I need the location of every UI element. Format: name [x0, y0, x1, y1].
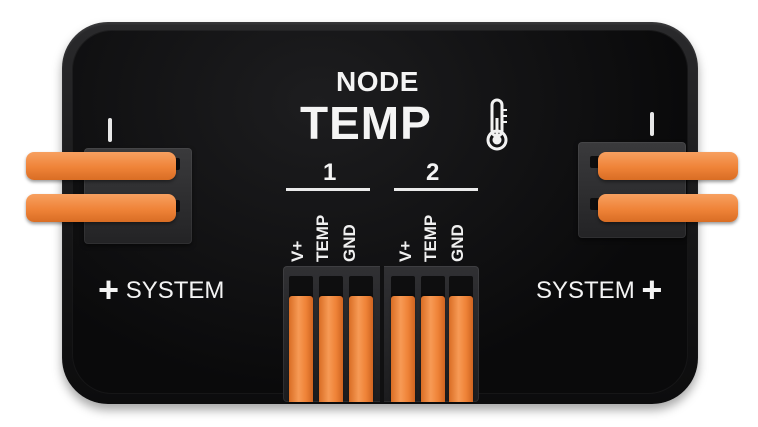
- ch2-gnd-lever[interactable]: [449, 296, 473, 402]
- ch2-pin-temp: TEMP: [421, 214, 440, 262]
- temp-label: TEMP: [300, 97, 432, 149]
- plus-icon: +: [641, 269, 663, 310]
- right-lever-bottom[interactable]: [598, 194, 738, 222]
- ch1-pin-temp: TEMP: [313, 214, 332, 262]
- node-label: NODE: [336, 66, 419, 97]
- thermometer-icon: [486, 98, 508, 151]
- terminal-divider: [380, 266, 384, 402]
- ch1-pin-gnd: GND: [340, 224, 359, 262]
- channel-2-underline: [394, 188, 478, 191]
- ch2-pin-vplus: V+: [396, 240, 415, 262]
- left-system-label: + SYSTEM: [98, 265, 225, 310]
- ch1-vplus-lever[interactable]: [289, 296, 313, 402]
- ch1-temp-lever[interactable]: [319, 296, 343, 402]
- channel-1-underline: [286, 188, 370, 191]
- ch2-pin-gnd: GND: [448, 224, 467, 262]
- channel-1-label: 1: [323, 159, 337, 186]
- channel-2-label: 2: [426, 159, 440, 186]
- left-system-text: SYSTEM: [125, 277, 225, 304]
- ch1-pin-vplus: V+: [288, 240, 307, 262]
- right-minus-mark: [650, 112, 654, 136]
- right-system-text: SYSTEM: [536, 277, 635, 304]
- ch2-vplus-lever[interactable]: [391, 296, 415, 402]
- ch1-gnd-lever[interactable]: [349, 296, 373, 402]
- left-lever-top[interactable]: [26, 152, 176, 180]
- plus-icon: +: [98, 269, 120, 310]
- sensor-terminal-block: [283, 266, 479, 402]
- right-system-label: SYSTEM +: [536, 265, 663, 310]
- left-lever-bottom[interactable]: [26, 194, 176, 222]
- left-minus-mark: [108, 118, 112, 142]
- right-lever-top[interactable]: [598, 152, 738, 180]
- ch2-temp-lever[interactable]: [421, 296, 445, 402]
